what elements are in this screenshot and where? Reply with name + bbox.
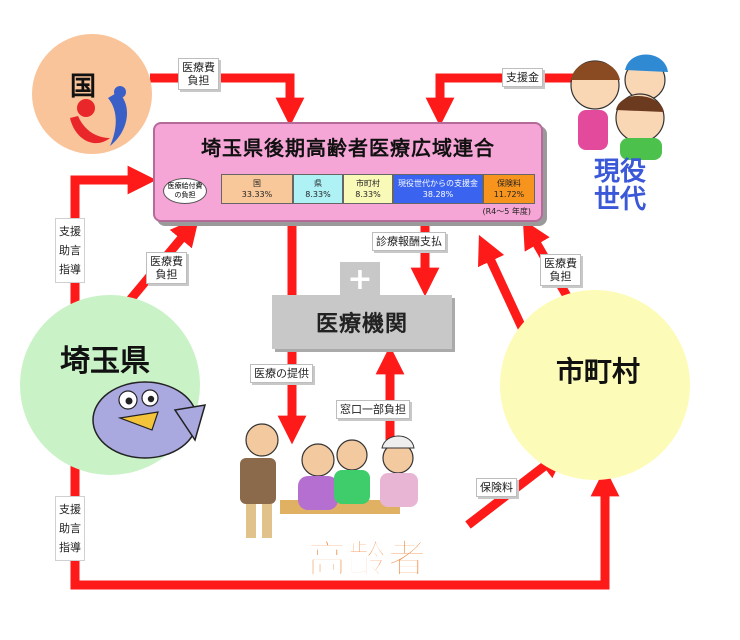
segment-percent: 8.33% xyxy=(355,190,381,199)
working-generation-label: 現役 世代 xyxy=(593,157,646,215)
label-support-money: 支援金 xyxy=(502,68,543,87)
label-pref-burden: 医療費 負担 xyxy=(146,252,187,284)
medical-cross-icon: + xyxy=(340,262,380,297)
burden-label: 医療給付費の負担 xyxy=(163,178,207,204)
burden-segment: 保険料 11.72% xyxy=(483,174,535,204)
elderly-illustration xyxy=(240,423,418,538)
segment-percent: 38.28% xyxy=(422,190,454,199)
arrow-pref-support-to-union xyxy=(70,165,157,305)
label-pref-support-bottom: 支援 助言 指導 xyxy=(55,496,85,561)
bird-mascot-icon xyxy=(92,381,207,459)
arrow-kuni-to-union xyxy=(150,73,305,127)
burden-segment: 国 33.33% xyxy=(221,174,293,204)
fiscal-year-note: (R4～5 年度) xyxy=(482,207,531,216)
segment-percent: 8.33% xyxy=(305,190,331,199)
label-medical-fee-payment: 診療報酬支払 xyxy=(372,232,446,251)
segment-name: 市町村 xyxy=(356,179,380,188)
segment-name: 県 xyxy=(314,179,322,188)
medical-institution-box: 医療機関 xyxy=(272,295,452,349)
kuni-label: 国 xyxy=(70,72,97,102)
segment-percent: 33.33% xyxy=(241,190,273,199)
municipality-node xyxy=(500,290,690,480)
burden-segment: 市町村 8.33% xyxy=(343,174,393,204)
municipality-label: 市町村 xyxy=(556,355,641,388)
elderly-label: 高齢者 xyxy=(307,537,429,582)
label-muni-burden: 医療費 負担 xyxy=(540,254,581,286)
prefecture-label: 埼玉県 xyxy=(60,344,150,379)
label-medical-provision: 医療の提供 xyxy=(250,364,313,383)
segment-name: 国 xyxy=(253,179,261,188)
young-people-illustration xyxy=(570,54,668,160)
burden-segment: 県 8.33% xyxy=(293,174,343,204)
label-kuni-burden: 医療費 負担 xyxy=(178,58,219,90)
segment-name: 現役世代からの支援金 xyxy=(398,179,478,188)
burden-segment: 現役世代からの支援金 38.28% xyxy=(393,174,483,204)
label-copayment: 窓口一部負担 xyxy=(336,400,410,419)
segment-name: 保険料 xyxy=(497,179,521,188)
label-insurance-premium: 保険料 xyxy=(476,478,517,497)
label-pref-support-top: 支援 助言 指導 xyxy=(55,218,85,283)
union-title: 埼玉県後期高齢者医療広域連合 xyxy=(201,136,495,160)
kuni-logo-icon xyxy=(70,86,128,146)
segment-percent: 11.72% xyxy=(493,190,525,199)
